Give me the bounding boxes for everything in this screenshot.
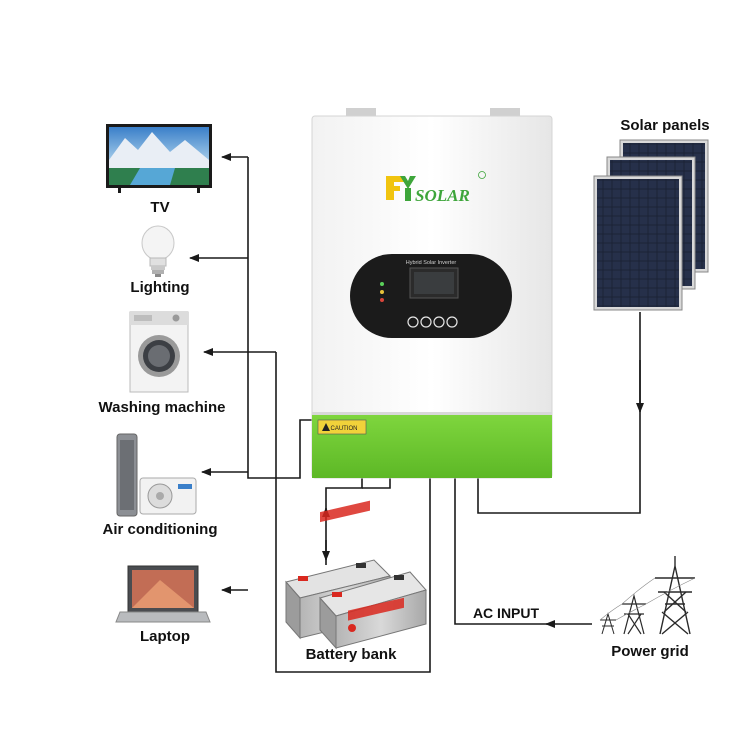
label-battery-bank: Battery bank bbox=[305, 646, 397, 663]
air-conditioner-illustration bbox=[116, 433, 197, 517]
pylon-small bbox=[600, 612, 616, 635]
pylon-medium bbox=[622, 593, 646, 635]
panel-button-1[interactable] bbox=[407, 316, 419, 328]
label-tv: TV bbox=[150, 199, 170, 216]
solar-panels-illustration bbox=[593, 139, 709, 311]
panel-button-2[interactable] bbox=[420, 316, 432, 328]
label-power-grid: Power grid bbox=[611, 643, 689, 660]
label-washing-machine: Washing machine bbox=[98, 399, 226, 416]
power-grid-illustration bbox=[599, 556, 696, 635]
panel-button-4[interactable] bbox=[446, 316, 458, 328]
laptop-illustration bbox=[115, 565, 211, 623]
caution-label: CAUTION bbox=[331, 426, 358, 432]
inverter-control-panel: Hybrid Solar Inverter bbox=[350, 254, 512, 338]
pylon-large bbox=[655, 556, 695, 635]
panel-caption: Hybrid Solar Inverter bbox=[406, 260, 457, 266]
ac-input-wiring bbox=[454, 474, 592, 628]
label-lighting: Lighting bbox=[130, 279, 190, 296]
battery-wiring bbox=[322, 474, 391, 565]
fysolar-logo: SOLAR bbox=[386, 171, 486, 205]
battery-front bbox=[319, 571, 427, 650]
washing-machine-illustration bbox=[129, 311, 189, 393]
label-solar-panels: Solar panels bbox=[620, 117, 710, 134]
panel-button-3[interactable] bbox=[433, 316, 445, 328]
label-laptop: Laptop bbox=[140, 628, 190, 645]
caution-sticker bbox=[317, 419, 367, 435]
battery-bank-illustration bbox=[285, 500, 427, 650]
solar-wiring bbox=[477, 312, 644, 514]
light-bulb-illustration bbox=[141, 225, 175, 277]
label-air-conditioning: Air conditioning bbox=[102, 521, 218, 538]
tv-illustration bbox=[106, 124, 212, 193]
label-ac-input: AC INPUT bbox=[472, 605, 540, 621]
hybrid-inverter: CAUTION SOLAR Hybrid Solar Inverter bbox=[311, 108, 553, 479]
load-bus-wiring bbox=[189, 153, 431, 673]
svg-text:SOLAR: SOLAR bbox=[415, 186, 470, 205]
